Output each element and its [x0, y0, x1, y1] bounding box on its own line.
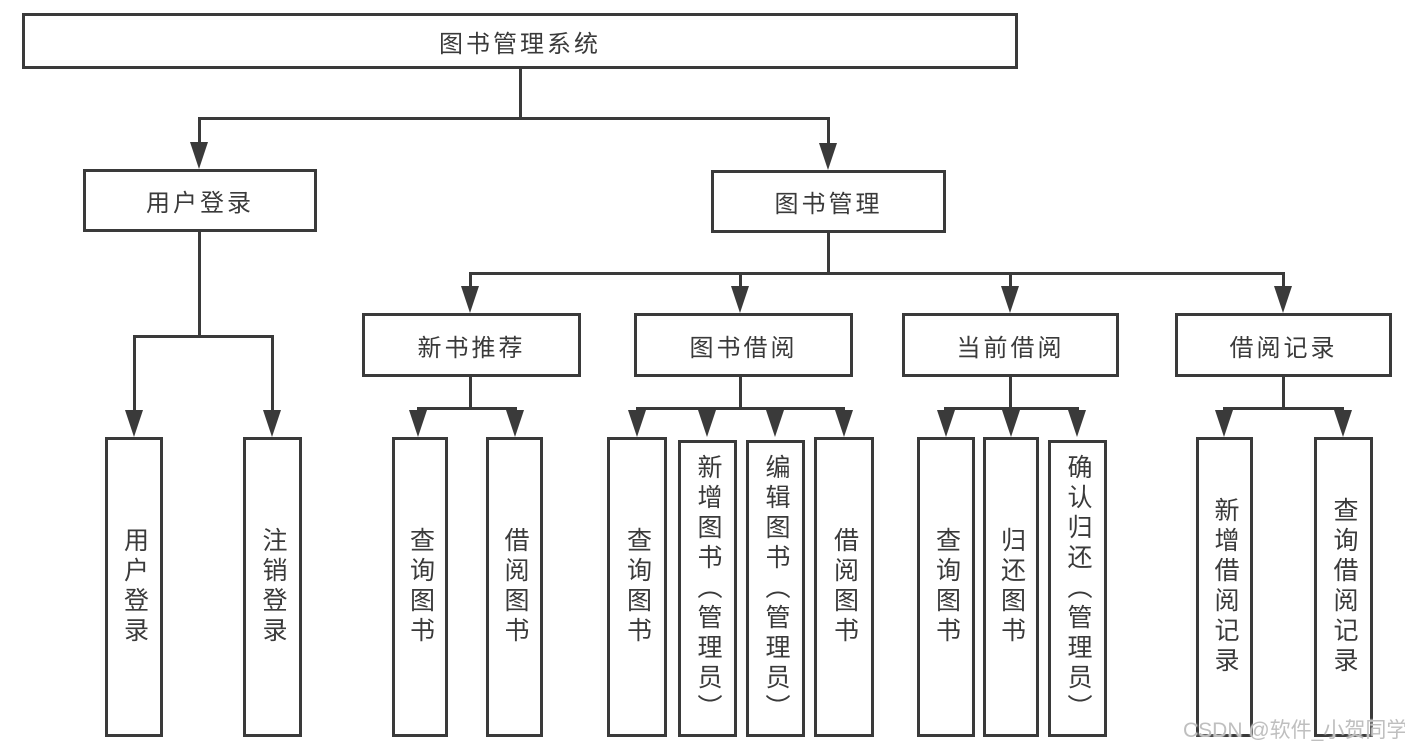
arrow-down-icon	[766, 410, 784, 437]
edge-root-rail	[198, 117, 829, 120]
arrow-down-icon	[819, 143, 837, 170]
edge-book-management-stem	[827, 231, 830, 274]
edge-to-borrow-records	[1282, 272, 1285, 290]
leaf-borrow-add-books-admin-label: 新增图书（管理员）	[694, 453, 722, 724]
node-current-borrow-label: 当前借阅	[956, 334, 1065, 362]
node-borrow-records: 借阅记录	[1175, 313, 1392, 377]
node-book-borrow-label: 图书借阅	[689, 334, 798, 362]
edge-borrow-records-rail	[1223, 407, 1344, 410]
leaf-newbook-borrow-books-label: 借阅图书	[501, 527, 529, 647]
arrow-down-icon	[125, 410, 143, 437]
node-current-borrow: 当前借阅	[902, 313, 1119, 377]
edge-to-current-borrow	[1009, 272, 1012, 290]
node-book-management: 图书管理	[711, 170, 946, 233]
arrow-down-icon	[1334, 410, 1352, 437]
node-book-borrow: 图书借阅	[634, 313, 853, 377]
edge-current-borrow-rail	[944, 407, 1079, 410]
arrow-down-icon	[1274, 286, 1292, 313]
edge-new-book-stem	[469, 375, 472, 409]
edge-new-book-rail	[417, 407, 517, 410]
edge-root-stem	[519, 66, 522, 120]
leaf-records-query-record: 查询借阅记录	[1314, 437, 1373, 737]
leaf-borrow-borrow-books: 借阅图书	[814, 437, 874, 737]
arrow-down-icon	[937, 410, 955, 437]
leaf-current-return-books: 归还图书	[983, 437, 1039, 737]
leaf-borrow-query-books-label: 查询图书	[623, 527, 652, 647]
leaf-current-query-books-label: 查询图书	[932, 527, 961, 647]
edge-root-to-book-management	[827, 117, 830, 147]
arrow-down-icon	[190, 142, 208, 169]
node-user-login-label: 用户登录	[146, 190, 254, 217]
node-root: 图书管理系统	[22, 13, 1018, 69]
leaf-borrow-edit-books-admin-label: 编辑图书（管理员）	[762, 453, 790, 724]
edge-current-borrow-stem	[1009, 375, 1012, 409]
edge-user-login-stem	[198, 231, 201, 337]
node-new-book-recommend: 新书推荐	[362, 313, 581, 377]
leaf-current-confirm-return-admin: 确认归还（管理员）	[1048, 440, 1107, 737]
edge-to-leaf-user-login	[133, 335, 136, 415]
leaf-records-add-record: 新增借阅记录	[1196, 437, 1253, 737]
arrow-down-icon	[698, 410, 716, 437]
leaf-newbook-query-books-label: 查询图书	[406, 527, 435, 647]
edge-book-borrow-stem	[739, 375, 742, 409]
leaf-records-query-record-label: 查询借阅记录	[1330, 497, 1358, 677]
leaf-records-add-record-label: 新增借阅记录	[1211, 497, 1239, 677]
node-root-label: 图书管理系统	[439, 30, 601, 58]
arrow-down-icon	[1002, 410, 1020, 437]
edge-to-book-borrow	[739, 272, 742, 290]
node-book-management-label: 图书管理	[774, 191, 883, 218]
node-borrow-records-label: 借阅记录	[1229, 334, 1338, 362]
arrow-down-icon	[628, 410, 646, 437]
edge-book-management-rail	[469, 272, 1284, 275]
leaf-logout-label: 注销登录	[259, 527, 287, 647]
leaf-user-login: 用户登录	[105, 437, 163, 737]
edge-user-login-rail	[133, 335, 274, 338]
leaf-borrow-borrow-books-label: 借阅图书	[830, 527, 859, 647]
arrow-down-icon	[263, 410, 281, 437]
node-new-book-recommend-label: 新书推荐	[417, 334, 526, 362]
leaf-current-query-books: 查询图书	[917, 437, 975, 737]
edge-root-to-user-login	[198, 117, 201, 147]
leaf-current-return-books-label: 归还图书	[997, 527, 1026, 647]
arrow-down-icon	[835, 410, 853, 437]
arrow-down-icon	[1001, 286, 1019, 313]
leaf-newbook-query-books: 查询图书	[392, 437, 448, 737]
arrow-down-icon	[1068, 410, 1086, 437]
leaf-borrow-query-books: 查询图书	[607, 437, 667, 737]
edge-to-leaf-logout	[271, 335, 274, 415]
leaf-newbook-borrow-books: 借阅图书	[486, 437, 543, 737]
leaf-logout: 注销登录	[243, 437, 302, 737]
edge-book-borrow-rail	[636, 407, 845, 410]
arrow-down-icon	[731, 286, 749, 313]
leaf-user-login-label: 用户登录	[120, 527, 149, 647]
leaf-borrow-add-books-admin: 新增图书（管理员）	[678, 440, 737, 737]
edge-to-new-book-recommend	[469, 272, 472, 290]
arrow-down-icon	[409, 410, 427, 437]
arrow-down-icon	[506, 410, 524, 437]
arrow-down-icon	[461, 286, 479, 313]
leaf-borrow-edit-books-admin: 编辑图书（管理员）	[746, 440, 805, 737]
csdn-watermark: CSDN @软件_小贺同学	[1183, 719, 1405, 742]
node-user-login: 用户登录	[83, 169, 317, 232]
edge-borrow-records-stem	[1282, 375, 1285, 409]
leaf-current-confirm-return-admin-label: 确认归还（管理员）	[1064, 453, 1092, 724]
arrow-down-icon	[1215, 410, 1233, 437]
